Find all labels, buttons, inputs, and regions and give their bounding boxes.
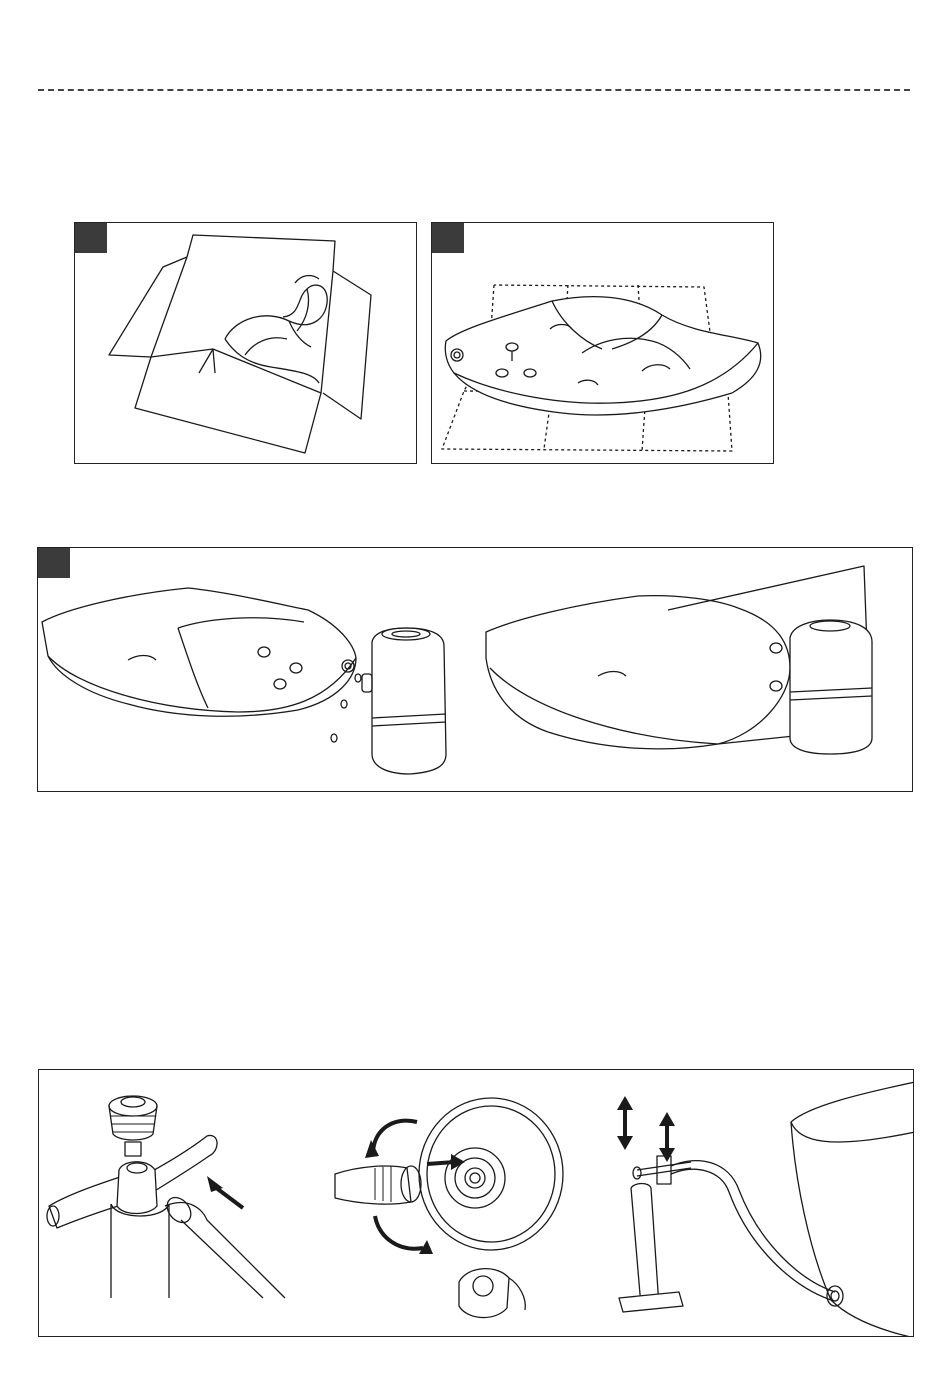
panel-inflate (38, 1069, 914, 1337)
panel-unbox (74, 222, 417, 464)
panel-attach-heater (37, 547, 913, 792)
header-dashed-rule (38, 89, 910, 91)
open-box-illustration (75, 223, 417, 464)
pump-inflation-illustration (39, 1070, 914, 1337)
spa-on-floor-mat-illustration (432, 223, 774, 464)
panel-unfold (431, 222, 774, 464)
connect-heater-illustration (38, 548, 913, 792)
